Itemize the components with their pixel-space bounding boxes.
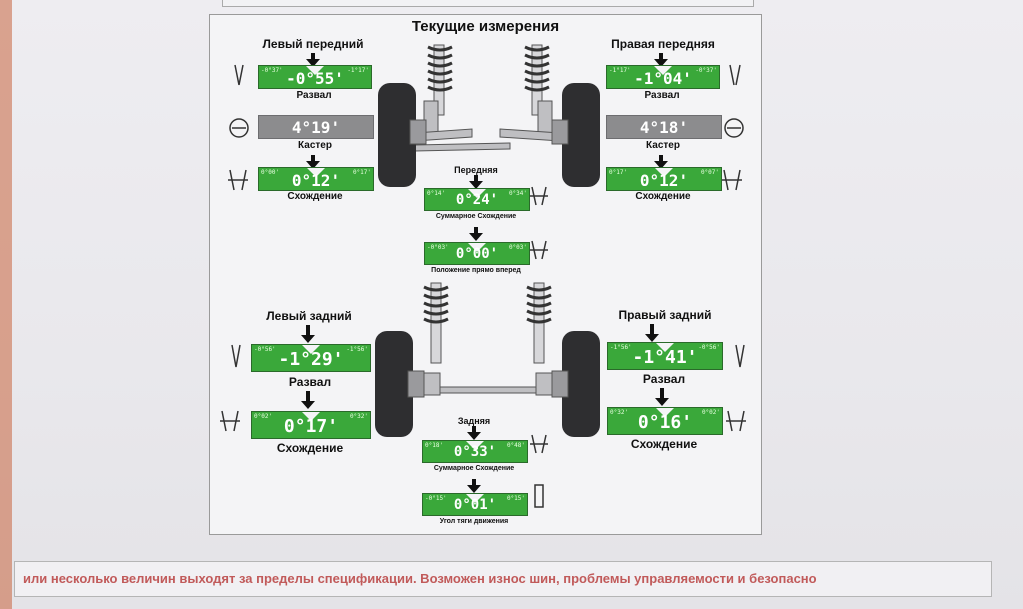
thrust-angle-gauge: -0°15' 0°15' 0°01' [422,493,528,516]
warning-message: или несколько величин выходят за пределы… [23,571,817,586]
front-left-camber-max: -1°17' [347,67,369,74]
front-right-camber-gauge: -1°17' -0°37' -1°04' [606,65,720,89]
warning-bar: или несколько величин выходят за пределы… [14,561,992,597]
measurements-panel: Текущие измерения [209,14,762,535]
steering-value: 0°00' [455,246,499,262]
front-right-camber-label: Развал [644,90,680,101]
rear-left-camber-max: -1°56' [346,346,368,353]
front-total-toe-gauge: 0°14' 0°34' 0°24' [424,188,530,211]
front-left-camber-value: -0°55' [286,69,344,88]
front-right-toe-min: 0°17' [609,169,628,176]
front-left-toe-gauge: 0°00' 0°17' 0°12' [258,167,374,191]
rear-total-toe-gauge: 0°18' 0°48' 0°33' [422,440,528,463]
rear-total-header: Задняя [457,416,491,426]
front-right-toe-label: Схождение [635,191,691,202]
rear-left-toe-value: 0°17' [283,416,339,437]
rear-suspension-drawing [414,282,556,396]
front-total-toe-label: Суммарное Схождение [435,213,517,220]
rear-right-toe-min: 0°32' [610,409,629,416]
thrust-angle-value: 0°01' [453,497,497,513]
rear-left-toe-min: 0°02' [254,413,273,420]
page-title: Текущие измерения [411,18,560,35]
rear-right-camber-min: -1°56' [610,344,632,351]
steering-label: Положение прямо вперед [431,267,521,274]
front-total-toe-min: 0°14' [427,190,446,197]
rear-left-camber-min: -0°56' [254,346,276,353]
rear-total-toe-value: 0°33' [453,444,497,460]
rear-right-toe-label: Схождение [630,437,698,451]
front-total-header: Передняя [454,165,498,175]
thrust-angle-label: Угол тяги движения [439,518,509,525]
front-right-toe-gauge: 0°17' 0°07' 0°12' [606,167,722,191]
front-left-header: Левый передний [262,37,364,51]
rear-right-toe-value: 0°16' [637,412,693,433]
thrust-angle-max: 0°15' [506,495,525,502]
rear-right-toe-max: 0°02' [701,409,720,416]
thrust-angle-min: -0°15' [425,495,447,502]
steering-gauge: -0°03' 0°03' 0°00' [424,242,530,265]
rear-left-camber-label: Развал [288,375,332,389]
rear-left-header: Левый задний [266,309,352,323]
rear-total-toe-max: 0°48' [506,442,525,449]
rear-right-camber-label: Развал [642,372,686,386]
front-left-toe-max: 0°17' [352,169,371,176]
front-suspension-drawing [414,44,561,152]
rear-right-toe-gauge: 0°32' 0°02' 0°16' [607,407,723,435]
rear-total-toe-min: 0°18' [425,442,444,449]
front-right-caster-gauge: 4°18' [606,115,722,139]
steering-max: 0°03' [508,244,527,251]
rear-left-camber-value: -1°29' [278,349,344,370]
front-left-camber-gauge: -0°37' -1°17' -0°55' [258,65,372,89]
front-right-camber-min: -1°17' [609,67,631,74]
front-right-toe-value: 0°12' [639,171,689,190]
front-left-toe-min: 0°00' [261,169,280,176]
front-left-caster-value: 4°19' [291,118,341,137]
front-left-toe-value: 0°12' [291,171,341,190]
top-panel [222,0,754,7]
front-total-toe-max: 0°34' [508,190,527,197]
front-left-camber-label: Развал [296,90,332,101]
front-left-camber-min: -0°37' [261,67,283,74]
rear-right-camber-value: -1°41' [632,347,698,368]
front-right-camber-max: -0°37' [695,67,717,74]
front-right-caster-value: 4°18' [639,118,689,137]
front-left-caster-label: Кастер [298,140,332,151]
rear-total-toe-label: Суммарное Схождение [433,465,515,472]
front-right-caster-label: Кастер [646,140,680,151]
front-right-camber-value: -1°04' [634,69,692,88]
suspension-diagram [220,44,746,508]
tire-icons [220,64,746,508]
rear-left-toe-max: 0°32' [349,413,368,420]
rear-left-camber-gauge: -0°56' -1°56' -1°29' [251,344,371,372]
screen-edge [0,0,12,609]
rear-right-camber-gauge: -1°56' -0°56' -1°41' [607,342,723,370]
steering-min: -0°03' [427,244,449,251]
front-total-toe-value: 0°24' [455,192,499,208]
front-right-toe-max: 0°07' [700,169,719,176]
rear-right-header: Правый задний [618,308,712,322]
front-left-toe-label: Схождение [287,191,343,202]
rear-left-toe-label: Схождение [276,441,344,455]
rear-left-toe-gauge: 0°02' 0°32' 0°17' [251,411,371,439]
rear-right-camber-max: -0°56' [698,344,720,351]
front-right-header: Правая передняя [611,37,715,51]
front-left-caster-gauge: 4°19' [258,115,374,139]
